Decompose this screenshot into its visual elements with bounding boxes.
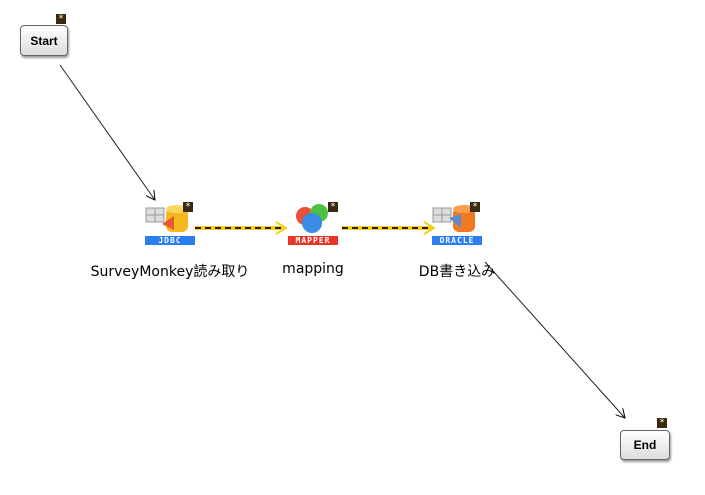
mapper-node-label: mapping: [282, 261, 344, 277]
modified-badge-icon: *: [328, 202, 338, 212]
end-label: End: [633, 438, 657, 452]
oracle-database-icon: [432, 205, 475, 232]
mapper-circles-icon: [296, 204, 328, 233]
modified-badge-icon: *: [470, 202, 480, 212]
mapper-tag: MAPPER: [288, 236, 338, 245]
start-node[interactable]: Start: [20, 25, 68, 56]
jdbc-node[interactable]: * JDBC: [140, 200, 200, 250]
jdbc-database-icon: [145, 205, 188, 232]
oracle-node-label: DB書き込み: [418, 264, 496, 280]
modified-badge-icon: *: [56, 14, 66, 24]
end-node[interactable]: End: [620, 430, 670, 460]
flow-start-to-jdbc[interactable]: [59, 64, 155, 200]
jdbc-node-label: SurveyMonkey読み取り: [90, 264, 250, 280]
start-label: Start: [30, 33, 58, 48]
modified-badge-icon: *: [657, 418, 667, 428]
mapper-node[interactable]: * MAPPER: [283, 200, 343, 250]
arrow-heads: [275, 221, 436, 235]
flow-oracle-to-end[interactable]: [484, 261, 625, 418]
modified-badge-icon: *: [183, 202, 193, 212]
jdbc-tag: JDBC: [145, 236, 195, 245]
oracle-node[interactable]: * ORACLE: [427, 200, 487, 250]
oracle-tag: ORACLE: [432, 236, 482, 245]
